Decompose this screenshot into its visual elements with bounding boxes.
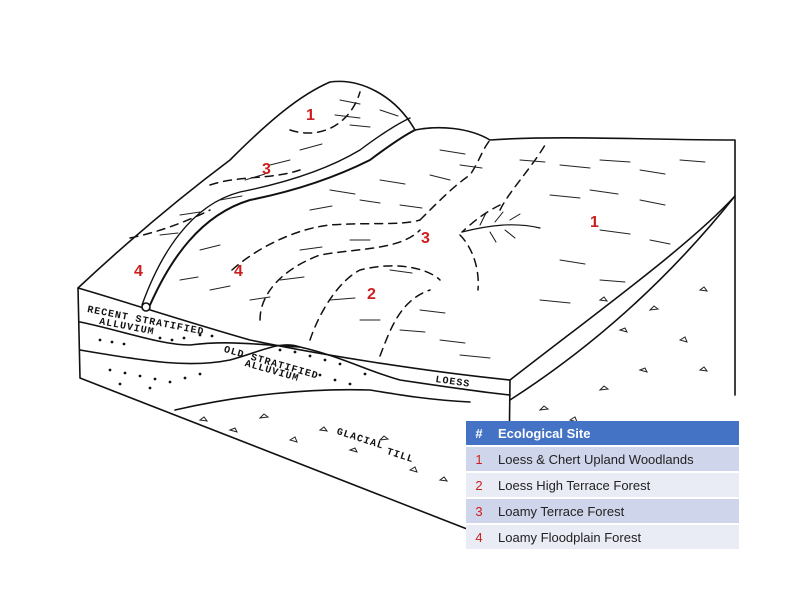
zone-label-4-left: 4	[134, 263, 143, 280]
zone-label-1-right: 1	[590, 214, 599, 231]
glacial-till-boundary	[174, 388, 471, 411]
legend-row: 1 Loess & Chert Upland Woodlands	[466, 445, 739, 472]
legend-row-site: Loamy Terrace Forest	[492, 497, 739, 524]
legend-row-number: 3	[466, 497, 492, 524]
stream-channel	[149, 129, 416, 306]
legend-row-number: 2	[466, 471, 492, 498]
ecological-site-legend: # Ecological Site 1 Loess & Chert Upland…	[466, 421, 739, 549]
legend-row: 3 Loamy Terrace Forest	[466, 497, 739, 524]
glacial-till-pebbles	[198, 286, 709, 503]
legend-header-number: #	[466, 421, 492, 446]
zone-label-3-center: 3	[421, 230, 430, 247]
loess-boundary-right	[509, 195, 736, 401]
terrain-hachures	[159, 99, 706, 359]
zone-label-4-center: 4	[234, 263, 243, 280]
legend-row-number: 1	[466, 445, 492, 472]
legend-row: 2 Loess High Terrace Forest	[466, 471, 739, 498]
recent-alluvium-boundary	[79, 321, 301, 348]
zone-label-1-upper-left: 1	[306, 107, 315, 124]
gully	[461, 224, 541, 233]
legend-row: 4 Loamy Floodplain Forest	[466, 523, 739, 549]
zone-label-3-left: 3	[262, 161, 271, 178]
legend-header-row: # Ecological Site	[466, 421, 739, 446]
zone-label-2: 2	[367, 286, 376, 303]
old-alluvium-boundary	[79, 344, 511, 396]
legend-row-site: Loess & Chert Upland Woodlands	[492, 445, 739, 472]
legend-row-number: 4	[466, 523, 492, 549]
zone-boundaries	[129, 91, 546, 357]
legend-row-site: Loess High Terrace Forest	[492, 471, 739, 498]
legend-row-site: Loamy Floodplain Forest	[492, 523, 739, 549]
block-top-outline	[77, 80, 736, 381]
alluvium-dots	[98, 333, 367, 390]
legend-header-site: Ecological Site	[492, 421, 739, 446]
